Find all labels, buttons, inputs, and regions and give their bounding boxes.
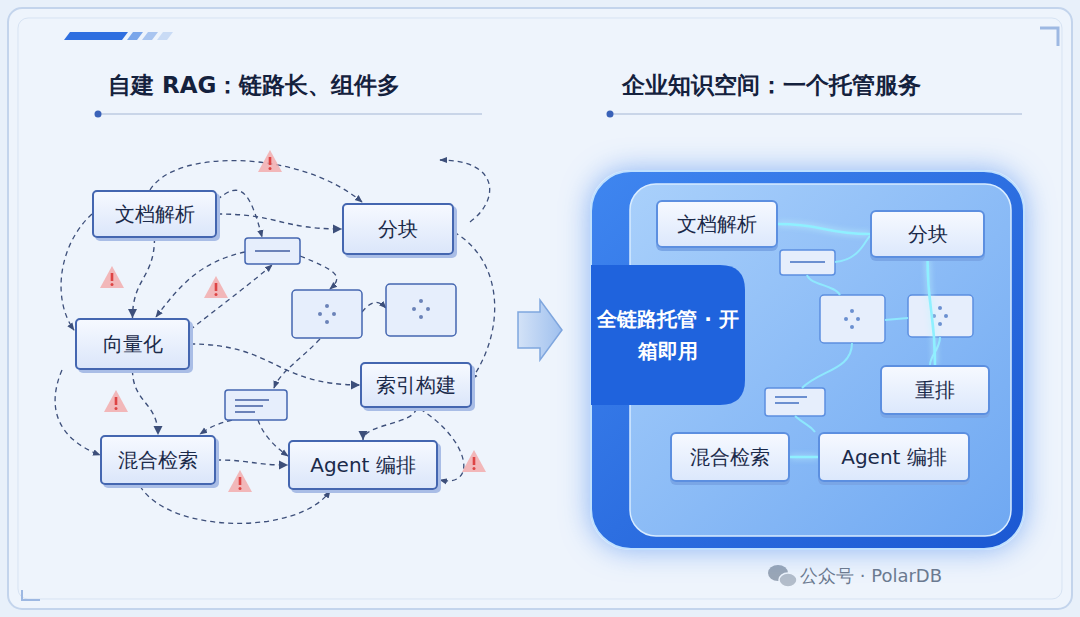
box-label: 向量化	[103, 331, 163, 358]
corner-stripes	[22, 28, 1058, 600]
box-label: 混合检索	[690, 444, 770, 471]
glow-connector	[790, 457, 818, 458]
box-label: 混合检索	[118, 447, 198, 474]
tangle-lines	[55, 160, 495, 523]
outer-frame	[8, 8, 1072, 609]
box-label: 重排	[915, 377, 955, 404]
box-label: 索引构建	[376, 372, 456, 399]
connector-line	[363, 408, 416, 440]
arrowhead	[351, 381, 360, 390]
arrowhead	[333, 225, 342, 234]
process-box: 混合检索	[100, 435, 216, 485]
process-box: 重排	[880, 365, 990, 415]
arrowhead	[279, 461, 288, 470]
dashed-connector	[190, 344, 360, 390]
managed-service-panel: 全链路托管 · 开箱即用 文档解析 分块重排混合检索 Agent 编排	[590, 170, 1025, 550]
connector-line	[778, 224, 870, 234]
process-box: 分块	[342, 203, 454, 255]
arrowhead	[154, 426, 163, 435]
transition-arrow	[518, 300, 562, 360]
connector-line	[790, 456, 818, 459]
title-underline	[95, 111, 1023, 118]
process-box: Agent 编排	[288, 440, 438, 490]
box-label: Agent 编排	[841, 444, 947, 471]
process-box: Agent 编排	[818, 432, 970, 482]
connector-line	[133, 370, 159, 435]
section-title: 自建 RAG：链路长、组件多	[108, 70, 400, 101]
glow-connector	[928, 258, 936, 365]
arrowhead	[359, 431, 368, 440]
box-label: 文档解析	[677, 211, 757, 238]
process-box: 索引构建	[360, 362, 472, 408]
box-label: 文档解析	[115, 201, 195, 228]
dashed-connector	[217, 214, 342, 234]
inner-frame	[18, 18, 1062, 599]
dashed-connector	[359, 408, 417, 440]
process-box: 向量化	[75, 318, 190, 370]
process-box: 混合检索	[670, 432, 790, 482]
section-title: 企业知识空间：一个托管服务	[622, 70, 921, 101]
box-label: 分块	[908, 221, 948, 248]
dashed-connector	[216, 460, 288, 470]
box-label: 分块	[378, 216, 418, 243]
connector-line	[928, 258, 936, 365]
glow-connector	[778, 224, 870, 234]
connector-line	[133, 238, 155, 318]
connector-line	[216, 460, 288, 465]
process-box: 分块	[870, 210, 985, 258]
panel-label: 全链路托管 · 开箱即用	[594, 270, 742, 400]
process-box: 文档解析	[656, 200, 778, 248]
component-blank	[225, 238, 456, 420]
connector-line	[217, 214, 342, 229]
box-label: Agent 编排	[310, 452, 416, 479]
dashed-connector	[133, 370, 163, 435]
connector-line	[190, 344, 360, 385]
arrowhead	[128, 309, 137, 318]
wechat-icon	[768, 565, 797, 587]
dashed-connector	[128, 238, 155, 318]
process-box: 文档解析	[92, 190, 217, 238]
watermark: 公众号 · PolarDB	[800, 564, 942, 588]
